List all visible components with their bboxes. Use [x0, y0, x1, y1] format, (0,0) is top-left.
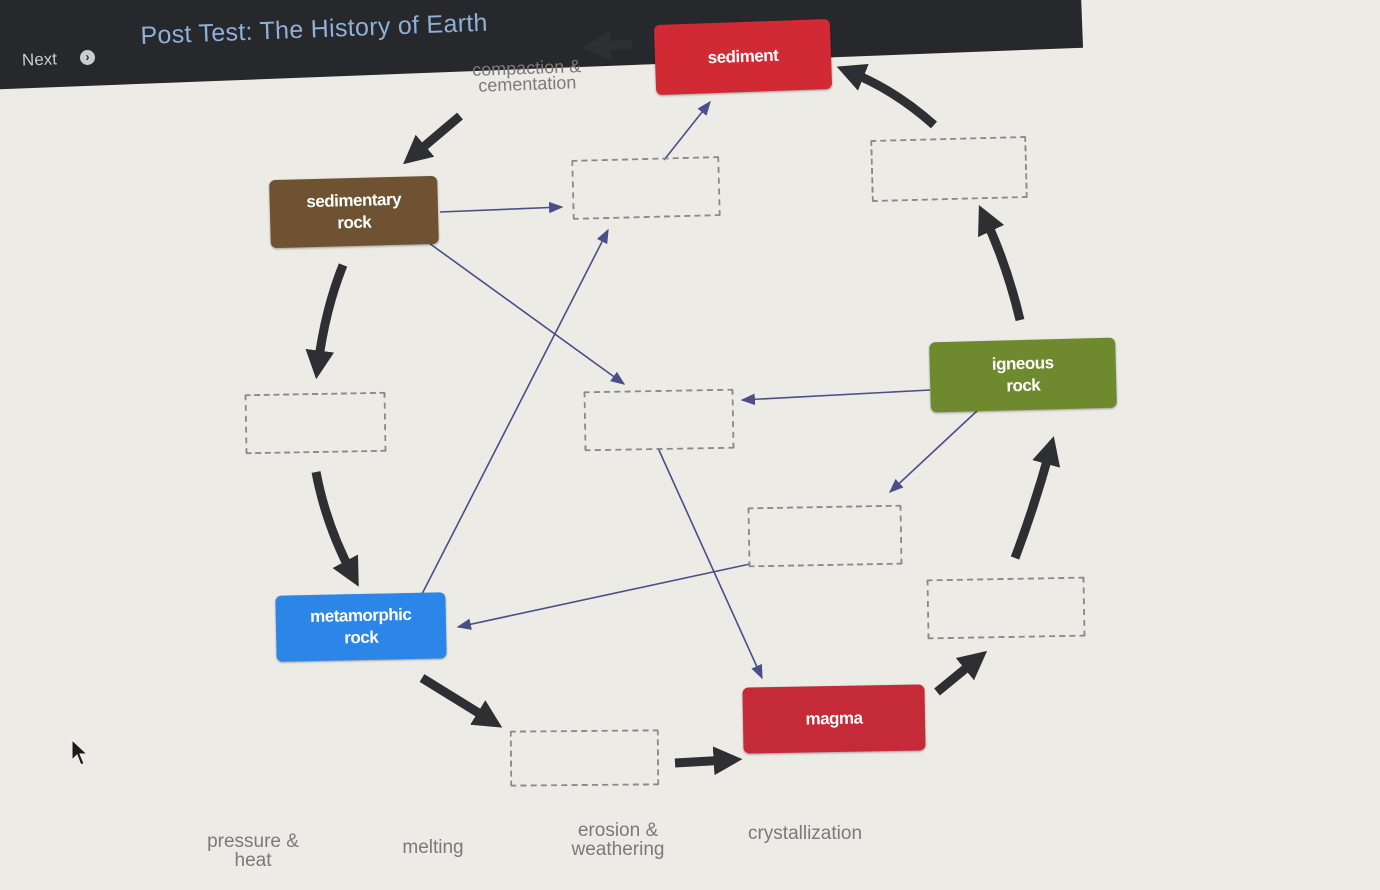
answer-choice-erosion-weathering[interactable]: erosion & weathering: [571, 820, 665, 860]
answer-choice-crystallization[interactable]: crystallization: [747, 823, 863, 844]
process-label-compaction: compaction & cementation: [471, 56, 582, 96]
mouse-cursor-icon: [71, 738, 89, 766]
cycle-arrow: [581, 31, 633, 61]
connector-arrow: [439, 201, 564, 214]
cycle-arrow: [419, 674, 503, 728]
answer-choice-melting[interactable]: melting: [402, 837, 464, 858]
connector-arrow: [663, 100, 711, 161]
next-arrow-icon[interactable]: ›: [80, 50, 95, 65]
drop-target-1[interactable]: [571, 156, 721, 220]
cycle-arrow: [674, 746, 743, 776]
drop-target-4[interactable]: [583, 388, 735, 452]
drop-target-5[interactable]: [747, 504, 903, 568]
connector-arrow: [421, 237, 626, 385]
node-igneous-rock: igneous rock: [929, 337, 1117, 413]
connector-arrow: [456, 563, 751, 630]
cycle-arrow: [836, 63, 938, 129]
connector-arrow: [657, 447, 763, 680]
cycle-arrow: [978, 204, 1025, 322]
drop-target-7[interactable]: [509, 729, 660, 787]
node-sedimentary-rock: sedimentary rock: [269, 175, 439, 249]
cycle-arrow: [934, 650, 988, 696]
connector-arrow: [888, 409, 979, 493]
drop-target-3[interactable]: [244, 391, 387, 455]
drop-target-6[interactable]: [926, 576, 1086, 640]
node-magma: magma: [742, 684, 926, 754]
connector-arrow: [421, 228, 609, 595]
cycle-arrow: [311, 471, 359, 587]
answer-choice-pressure-heat[interactable]: pressure & heat: [207, 831, 299, 871]
node-metamorphic-rock: metamorphic rock: [275, 592, 447, 662]
drop-target-2[interactable]: [870, 135, 1028, 203]
connector-arrow: [740, 389, 931, 406]
cycle-arrow: [305, 263, 348, 380]
node-sediment: sediment: [653, 18, 833, 96]
cycle-arrow: [403, 112, 463, 165]
cycle-arrow: [1010, 436, 1061, 560]
